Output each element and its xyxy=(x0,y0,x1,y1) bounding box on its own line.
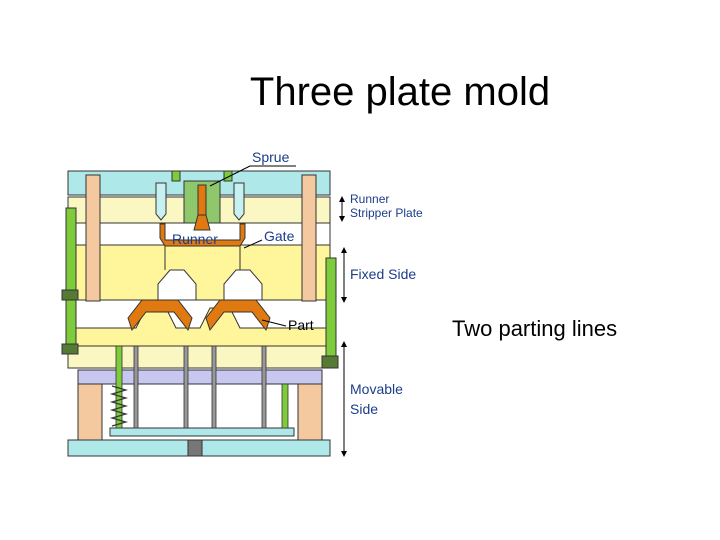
spacer-block-right xyxy=(298,384,322,440)
label-gate: Gate xyxy=(264,228,295,244)
label-movable-side-1: Movable xyxy=(350,381,403,397)
arrow-stripper-head-bottom xyxy=(339,216,345,222)
sprue-channel xyxy=(198,185,206,215)
arrow-stripper-head-top xyxy=(339,196,345,202)
label-runner-stripper-1: Runner xyxy=(350,192,389,206)
ejector-pin-2 xyxy=(184,346,188,428)
return-pin-right xyxy=(282,384,288,428)
guide-rail-left-cap-bottom xyxy=(62,344,78,354)
guide-rail-left xyxy=(66,208,76,354)
support-plate xyxy=(68,346,330,368)
label-runner-stripper-2: Stripper Plate xyxy=(350,206,423,220)
arrow-movable-head-top xyxy=(341,341,347,347)
locating-stub-left xyxy=(172,171,180,181)
guide-rail-left-cap-top xyxy=(62,290,78,300)
arrow-fixed-head-top xyxy=(341,247,347,253)
ejector-pin-4 xyxy=(262,346,266,428)
support-pin-left xyxy=(86,175,100,301)
ejector-plate xyxy=(110,428,294,436)
spacer-block-left xyxy=(78,384,102,440)
puller-pin-left xyxy=(156,183,166,220)
label-movable-side-2: Side xyxy=(350,401,378,417)
label-fixed-side: Fixed Side xyxy=(350,266,416,282)
label-part: Part xyxy=(288,317,314,333)
ejector-pin-3 xyxy=(212,346,216,428)
knock-out-hole xyxy=(188,440,202,456)
cavity-plate xyxy=(68,245,330,300)
guide-rail-right-cap xyxy=(322,356,338,368)
arrow-movable-head-bottom xyxy=(341,451,347,457)
label-sprue: Sprue xyxy=(252,149,290,165)
arrow-fixed-head-bottom xyxy=(341,297,347,303)
puller-pin-right xyxy=(234,183,244,220)
ejector-pin-1 xyxy=(134,346,138,428)
label-runner: Runner xyxy=(172,231,218,247)
support-pin-right xyxy=(302,175,316,301)
spacer-band xyxy=(78,370,322,384)
guide-rail-right xyxy=(326,258,336,368)
